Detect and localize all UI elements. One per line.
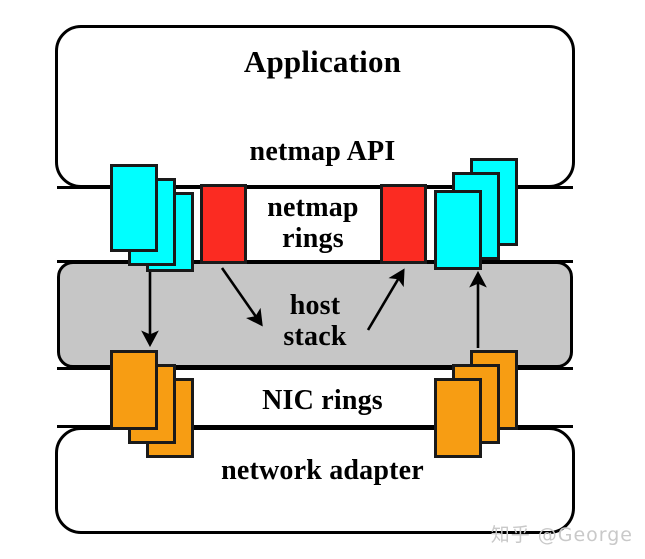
network-adapter-box — [55, 427, 575, 534]
netmap-host-ring-right — [380, 184, 427, 264]
network-adapter-label: network adapter — [221, 455, 424, 486]
nic-ring-right-1 — [434, 378, 482, 458]
application-label: Application — [243, 44, 402, 79]
watermark-text: 知乎 @George — [490, 524, 633, 546]
host-stack-label: host stack — [283, 290, 347, 353]
nic-ring-left-1 — [110, 350, 158, 430]
application-box — [55, 25, 575, 188]
netmap-host-ring-left — [200, 184, 247, 264]
nic-rings-label: NIC rings — [262, 385, 383, 416]
netmap-ring-left-1 — [110, 164, 158, 252]
netmap-api-label: netmap API — [249, 136, 396, 167]
netmap-rings-label: netmap rings — [267, 192, 359, 255]
netmap-ring-right-1 — [434, 190, 482, 270]
